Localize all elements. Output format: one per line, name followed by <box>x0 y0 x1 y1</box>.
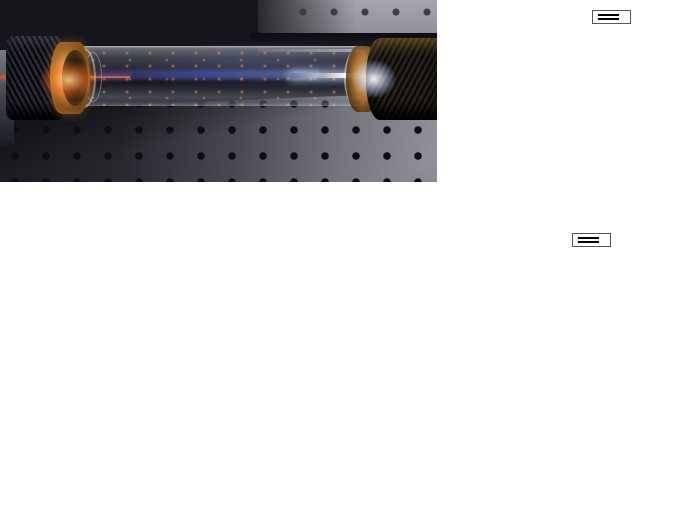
panel-b-plot <box>440 0 685 213</box>
entrance-glow <box>40 60 98 100</box>
legend-line-orange <box>598 18 619 20</box>
plasma-haze <box>120 40 370 86</box>
legend-entry-1bar <box>598 14 624 16</box>
legend-line-orange <box>578 241 599 243</box>
laser-beam-blue <box>95 70 320 79</box>
legend-entry-1bar <box>578 237 604 239</box>
legend-entry-1mbar <box>598 18 624 20</box>
panel-a-photo <box>0 0 437 182</box>
panel-c-legend <box>572 233 611 247</box>
legend-entry-1mbar <box>578 241 604 243</box>
laser-beam-white <box>290 73 382 78</box>
panel-a-overlay-graphics <box>0 0 437 182</box>
exit-glow <box>352 60 396 98</box>
panel-b-legend <box>592 10 631 24</box>
legend-line-blue <box>578 237 599 239</box>
legend-line-blue <box>598 14 619 16</box>
